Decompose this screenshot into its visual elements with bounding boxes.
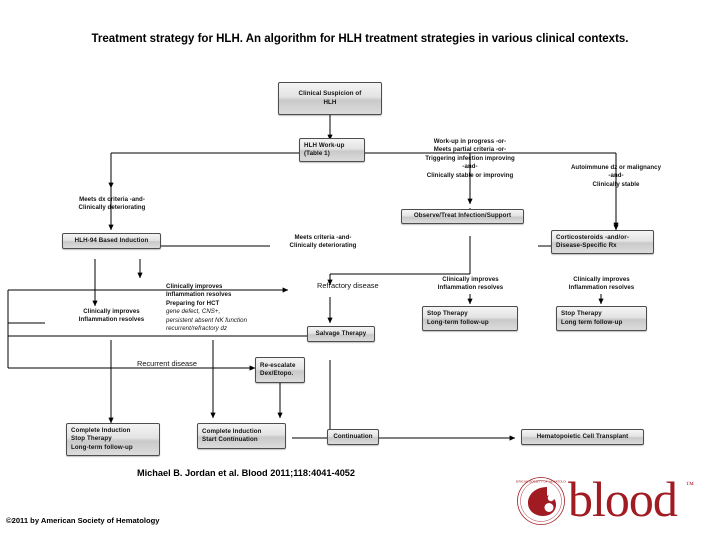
node-line: Re-escalate [260, 361, 296, 369]
node-line: Corticosteroids -and/or- [556, 233, 629, 241]
annotation-line: gene defect, CNS+, [166, 308, 221, 316]
flowchart-connectors [7, 115, 619, 441]
node-line: HLH Work-up [304, 141, 345, 149]
annotation-line: -and- [462, 163, 478, 171]
trademark-symbol: ™ [686, 480, 694, 489]
annotation-line: Inflammation resolves [437, 284, 504, 292]
node-line: Stop Therapy [561, 310, 602, 318]
annotation-line: Clinically deteriorating [78, 204, 146, 212]
node-hlh94-based-induction[interactable]: HLH-94 Based Induction [62, 233, 161, 249]
annotation-line: Clinically improves [83, 308, 140, 315]
annotation-meets-criteria-deteriorating: Meets criteria -and- Clinically deterior… [268, 234, 378, 251]
node-complete-induction-start-continuation[interactable]: Complete Induction Start Continuation [197, 423, 286, 449]
figure-flowchart: Clinical Suspicion of HLH HLH Work-up (T… [0, 78, 720, 460]
node-line: Long-term follow-up [427, 318, 489, 326]
node-line: Disease-Specific Rx [556, 242, 617, 249]
node-hematopoietic-cell-transplant[interactable]: Hematopoietic Cell Transplant [521, 429, 644, 445]
copyright-text: ©2011 by American Society of Hematology [6, 516, 160, 525]
annotation-clinically-improves-right: Clinically improves Inflammation resolve… [545, 276, 658, 293]
node-line: Clinical Suspicion of [298, 90, 362, 98]
annotation-line: Inflammation resolves [78, 316, 145, 324]
annotation-clinically-improves-left: Clinically improves Inflammation resolve… [55, 308, 168, 325]
node-line: Salvage Therapy [315, 329, 367, 337]
annotation-meets-dx-criteria: Meets dx criteria -and- Clinically deter… [48, 196, 176, 213]
node-line: Observe/Treat Infection/Support [413, 212, 512, 220]
annotation-line: Clinically improves [442, 276, 499, 283]
annotation-clinically-improves-mid: Clinically improves Inflammation resolve… [414, 276, 527, 293]
svg-text:AMERICAN SOCIETY OF HEMATOLOGY: AMERICAN SOCIETY OF HEMATOLOGY [516, 480, 566, 484]
node-stop-therapy-long-term-follow-up-mid[interactable]: Stop Therapy Long-term follow-up [422, 306, 518, 331]
annotation-line: recurrent/refractory dz [166, 325, 228, 333]
annotation-line: Inflammation resolves [568, 284, 635, 292]
annotation-line: Clinically improves [166, 283, 223, 290]
edge-label-recurrent-disease: Recurrent disease [137, 359, 197, 368]
node-line: Long term follow-up [561, 318, 623, 326]
node-salvage-therapy[interactable]: Salvage Therapy [307, 326, 375, 342]
node-corticosteroids-disease-specific-rx[interactable]: Corticosteroids -and/or- Disease-Specifi… [551, 230, 654, 254]
node-observe-treat-infection-support[interactable]: Observe/Treat Infection/Support [401, 209, 524, 224]
annotation-line: Preparing for HCT [166, 299, 220, 307]
node-line: Start Continuation [202, 436, 258, 443]
annotation-line: Clinically stable [592, 180, 640, 188]
node-complete-induction-stop-therapy[interactable]: Complete Induction Stop Therapy Long-ter… [66, 423, 160, 456]
annotation-line: Work-up in progress -or- [433, 138, 507, 145]
annotation-line: Meets dx criteria -and- [79, 196, 145, 203]
annotation-line: Clinically stable or improving [426, 171, 514, 179]
annotation-line: Autoimmune dz or malignancy [570, 164, 662, 171]
node-line: Complete Induction [202, 427, 262, 435]
node-line: Complete Induction [71, 427, 131, 435]
citation-text: Michael B. Jordan et al. Blood 2011;118:… [136, 468, 356, 478]
edge-label-refractory-disease: Refractory disease [317, 281, 379, 290]
annotation-line: Inflammation resolves [166, 291, 232, 299]
node-re-escalate-dex-etopo[interactable]: Re-escalate Dex/Etopo. [255, 357, 305, 383]
annotation-line: Clinically improves [573, 276, 630, 283]
annotation-line: Clinically deteriorating [289, 242, 357, 250]
annotation-line: Triggering infection improving [425, 154, 515, 162]
node-clinical-suspicion[interactable]: Clinical Suspicion of HLH [278, 82, 382, 115]
node-stop-therapy-long-term-follow-up-right[interactable]: Stop Therapy Long term follow-up [556, 306, 647, 331]
annotation-line: Meets partial criteria -or- [433, 146, 507, 154]
node-line: Stop Therapy [427, 310, 468, 318]
node-line: Continuation [333, 432, 373, 440]
node-line: Hematopoietic Cell Transplant [536, 432, 629, 440]
annotation-workup-in-progress: Work-up in progress -or- Meets partial c… [395, 138, 545, 180]
node-line: (Table 1) [304, 150, 330, 157]
page-title: Treatment strategy for HLH. An algorithm… [91, 33, 629, 45]
annotation-line: Meets criteria -and- [294, 234, 352, 241]
node-continuation[interactable]: Continuation [327, 429, 379, 445]
node-line: Stop Therapy [71, 435, 112, 443]
node-hlh-workup[interactable]: HLH Work-up (Table 1) [299, 138, 365, 162]
node-line: Long-term follow-up [71, 443, 133, 451]
blood-journal-logo: AMERICAN SOCIETY OF HEMATOLOGY blood ™ [516, 471, 712, 530]
node-line: HLH-94 Based Induction [74, 236, 149, 244]
blood-wordmark: blood [568, 471, 678, 527]
blood-journal-seal-icon: AMERICAN SOCIETY OF HEMATOLOGY [516, 477, 566, 525]
annotation-autoimmune-dz-malignancy: Autoimmune dz or malignancy -and- Clinic… [542, 164, 690, 189]
annotation-line: persistent absent NK function [166, 316, 248, 324]
annotation-line: -and- [608, 172, 624, 180]
node-line: Dex/Etopo. [260, 370, 294, 377]
node-line: HLH [323, 98, 337, 106]
annotation-preparing-for-hct: Clinically improves Inflammation resolve… [166, 283, 306, 333]
